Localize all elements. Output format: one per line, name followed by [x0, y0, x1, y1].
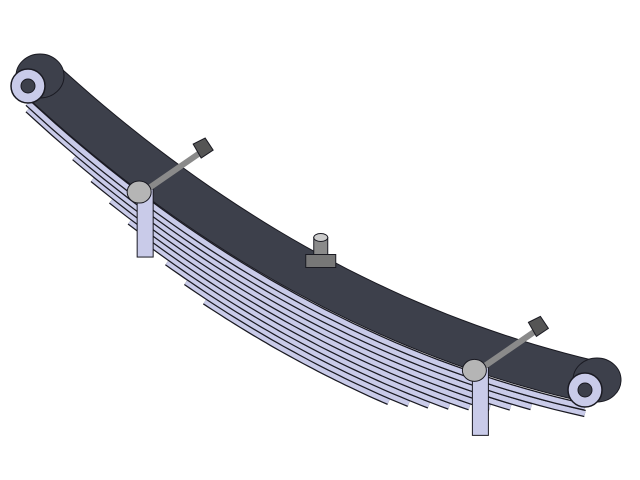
leaf-side [203, 299, 390, 404]
leaf-side [109, 198, 491, 410]
left-clamp-bolt-head [126, 180, 152, 204]
center-bolt-top [313, 233, 329, 242]
leaf-side [91, 177, 512, 410]
leaf-side [184, 279, 410, 406]
hardware [10, 53, 622, 436]
leaf-stack [25, 100, 586, 418]
right-clamp-bolt-head [461, 358, 487, 382]
leaf-side [128, 219, 471, 410]
right-spring-eye-hole [577, 382, 593, 398]
left-clamp-nut [192, 137, 214, 159]
leaf-side [147, 239, 451, 409]
left-clamp-bolt [141, 149, 203, 195]
right-clamp-bolt [476, 327, 539, 373]
right-clamp-nut [527, 315, 550, 338]
left-spring-eye-hole [20, 78, 36, 94]
leaf-side [165, 260, 430, 408]
center-bolt-nut [305, 254, 337, 268]
